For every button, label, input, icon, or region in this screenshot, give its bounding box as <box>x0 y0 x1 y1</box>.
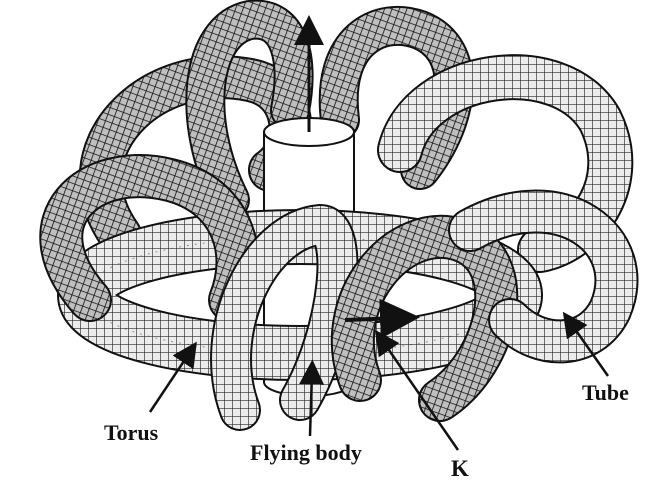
inner-k-arrow <box>345 318 400 320</box>
tube-label: Tube <box>582 380 629 406</box>
k-label: K <box>451 456 469 482</box>
torus-label: Torus <box>104 420 158 446</box>
flying-body-label: Flying body <box>250 440 362 466</box>
